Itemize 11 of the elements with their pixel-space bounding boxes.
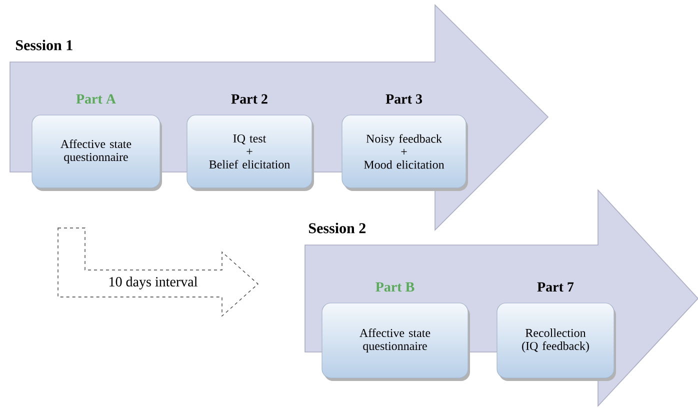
part-heading: Part A	[76, 94, 116, 104]
session-heading: Session 1	[16, 40, 72, 50]
session-heading: Session 2	[309, 222, 366, 234]
part-heading: Part 3	[386, 94, 422, 104]
part-box: Affective state questionnaire	[32, 114, 162, 191]
part-box: Affective state questionnaire	[322, 302, 470, 381]
part-box: IQ test + Belief elicitation	[186, 114, 314, 191]
part-heading: Part 2	[231, 94, 268, 104]
part-box: Noisy feedback + Mood elicitation	[342, 114, 468, 191]
part-heading: Part B	[376, 282, 414, 292]
part-heading: Part 7	[537, 282, 574, 292]
